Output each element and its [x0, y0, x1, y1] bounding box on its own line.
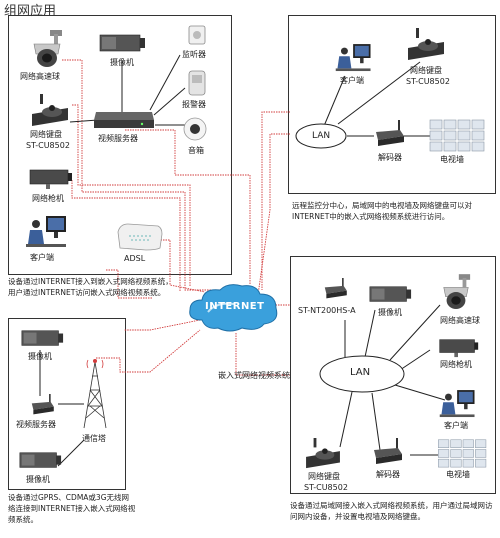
video-server-label: 视频服务器 [98, 134, 138, 143]
client-icon [439, 390, 475, 418]
lan-ellipse [295, 123, 347, 149]
adsl-icon [117, 223, 163, 251]
decoder-label: 解码器 [376, 470, 400, 479]
gun-camera-label: 网络枪机 [32, 194, 64, 203]
keyboard-label-line2: ST-CU8502 [406, 77, 450, 86]
keyboard-label-line2: ST-CU8502 [26, 141, 70, 150]
gun-camera-icon [29, 169, 72, 189]
video-server-icon [324, 278, 347, 299]
video-server-icon [94, 112, 154, 128]
internet-label: INTERNET [205, 301, 265, 312]
region-top-left [8, 15, 232, 275]
tower-icon [83, 359, 107, 429]
camera-label: 摄像机 [26, 475, 50, 484]
keyboard-icon [306, 438, 340, 469]
caption-bottom-left: 设备通过GPRS、CDMA或3G无线网络连接到INTERNET接入嵌入式网络视频… [8, 493, 136, 524]
keyboard-label-line1: 网络键盘 [410, 66, 442, 75]
tv-wall-icon [429, 119, 485, 152]
speaker-label: 音箱 [188, 146, 204, 155]
decoder-label: 解码器 [378, 153, 402, 162]
region-bottom-right [290, 256, 496, 494]
tower-label: 通信塔 [82, 434, 106, 443]
client-icon [335, 44, 371, 72]
lan-label: LAN [312, 131, 331, 141]
client-icon [26, 216, 66, 247]
client-label: 客户端 [444, 421, 468, 430]
camera-icon [21, 330, 64, 346]
speed-dome-label: 网络高速球 [440, 316, 480, 325]
client-label: 客户端 [30, 253, 54, 262]
region-bottom-left [8, 318, 126, 490]
caption-top-left: 设备通过INTERNET接入到嵌入式网络视频系统，用户通过INTERNET访问嵌… [8, 277, 173, 297]
alarm-icon [188, 70, 206, 96]
monitor-icon [188, 25, 206, 45]
video-server-icon [31, 394, 54, 415]
keyboard-label-line1: 网络键盘 [30, 130, 62, 139]
keyboard-icon [408, 28, 444, 60]
speaker-icon [183, 117, 207, 141]
speed-dome-icon [443, 274, 471, 309]
decoder-icon [376, 120, 404, 146]
gun-camera-label: 网络枪机 [440, 360, 472, 369]
device-st-label: ST-NT200HS-A [298, 306, 356, 315]
cloud-icon [189, 284, 278, 332]
camera-label: 摄像机 [110, 58, 134, 67]
adsl-label: ADSL [124, 254, 146, 263]
lan-label: LAN [350, 367, 371, 378]
keyboard-label-line2: ST-CU8502 [304, 483, 348, 492]
tv-wall-label: 电视墙 [446, 470, 470, 479]
keyboard-label-line1: 网络键盘 [308, 472, 340, 481]
camera-icon [99, 34, 145, 52]
speed-dome-label: 网络高速球 [20, 72, 60, 81]
embedded-system-label: 嵌入式网络视频系统 [218, 371, 290, 380]
caption-bottom-right: 设备通过局域网接入嵌入式网络视频系统，用户通过局域网访问网内设备，并设置电视墙及… [290, 501, 493, 521]
gun-camera-icon [439, 339, 479, 358]
decoder-icon [374, 438, 402, 464]
camera-label: 摄像机 [28, 352, 52, 361]
lan-ellipse [319, 355, 405, 393]
region-top-right [288, 15, 496, 194]
camera-label: 摄像机 [378, 308, 402, 317]
alarm-label: 报警器 [182, 100, 206, 109]
monitor-label: 监听器 [182, 50, 206, 59]
client-label: 客户端 [340, 76, 364, 85]
speed-dome-icon [33, 30, 62, 67]
caption-top-right: 远程监控分中心，局域网中的电视墙及网络键盘可以对INTERNET中的嵌入式网络视… [292, 201, 472, 221]
camera-icon [369, 286, 412, 302]
tv-wall-label: 电视墙 [440, 155, 464, 164]
keyboard-icon [32, 94, 68, 126]
camera-icon [19, 452, 62, 468]
video-server-label: 视频服务器 [16, 420, 56, 429]
tv-wall-icon [438, 439, 487, 468]
